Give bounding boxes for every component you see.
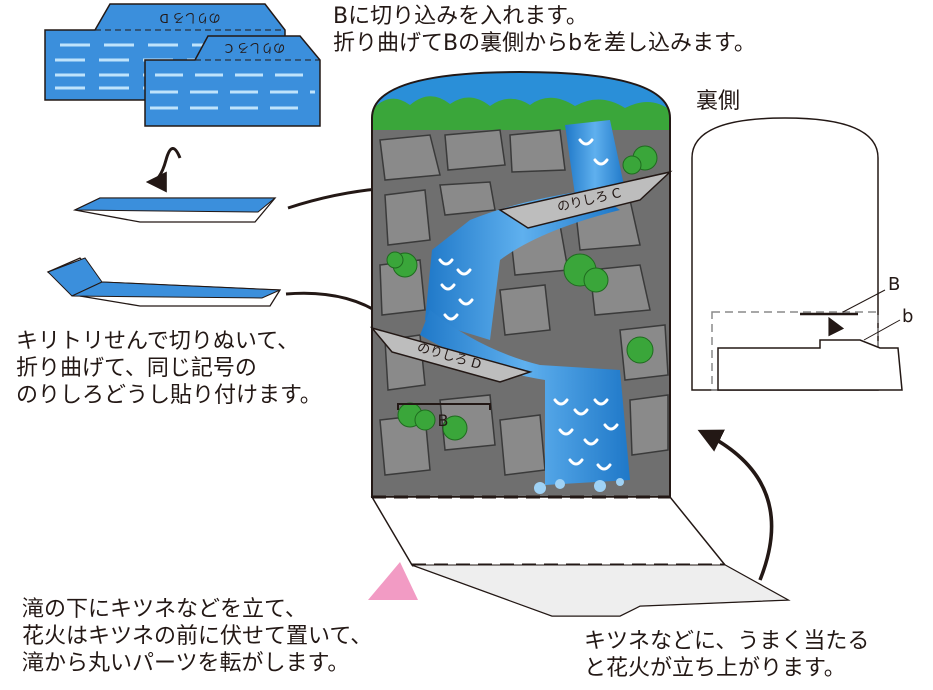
tab-label-c: のりしろ C: [225, 41, 285, 55]
instruction-result: キツネなどに、うまく当たる と花火が立ち上がります。: [584, 629, 870, 681]
folded-strip-d: [46, 257, 282, 307]
tab-label-d: のりしろ D: [159, 11, 220, 25]
back-view-panel: B b: [691, 117, 913, 391]
stand-up-arrow: [697, 429, 774, 581]
slit-label-b: B: [438, 411, 449, 430]
accent-triangle: [368, 562, 418, 600]
instruction-play: 滝の下にキツネなどを立て、 花火はキツネの前に伏せて置いて、 滝から丸いパーツを…: [22, 597, 373, 676]
fold-arrow: [145, 147, 182, 193]
folded-strip-c: [72, 197, 277, 223]
slit-label-upper-b: B: [888, 274, 900, 295]
waterfall-panel: B: [371, 70, 671, 498]
instruction-cut-fold: キリトリせんで切りぬいて、 折り曲げて、同じ記号の のりしろどうし貼り付けます。: [16, 329, 322, 408]
slit-label-lower-b: b: [902, 306, 913, 327]
instruction-slit: Bに切り込みを入れます。 折り曲げてBの裏側からbを差し込みます。: [333, 4, 756, 56]
back-side-label: 裏側: [696, 89, 741, 114]
tab-part-front: のりしろ C: [144, 35, 321, 127]
base-flap: [370, 495, 791, 617]
